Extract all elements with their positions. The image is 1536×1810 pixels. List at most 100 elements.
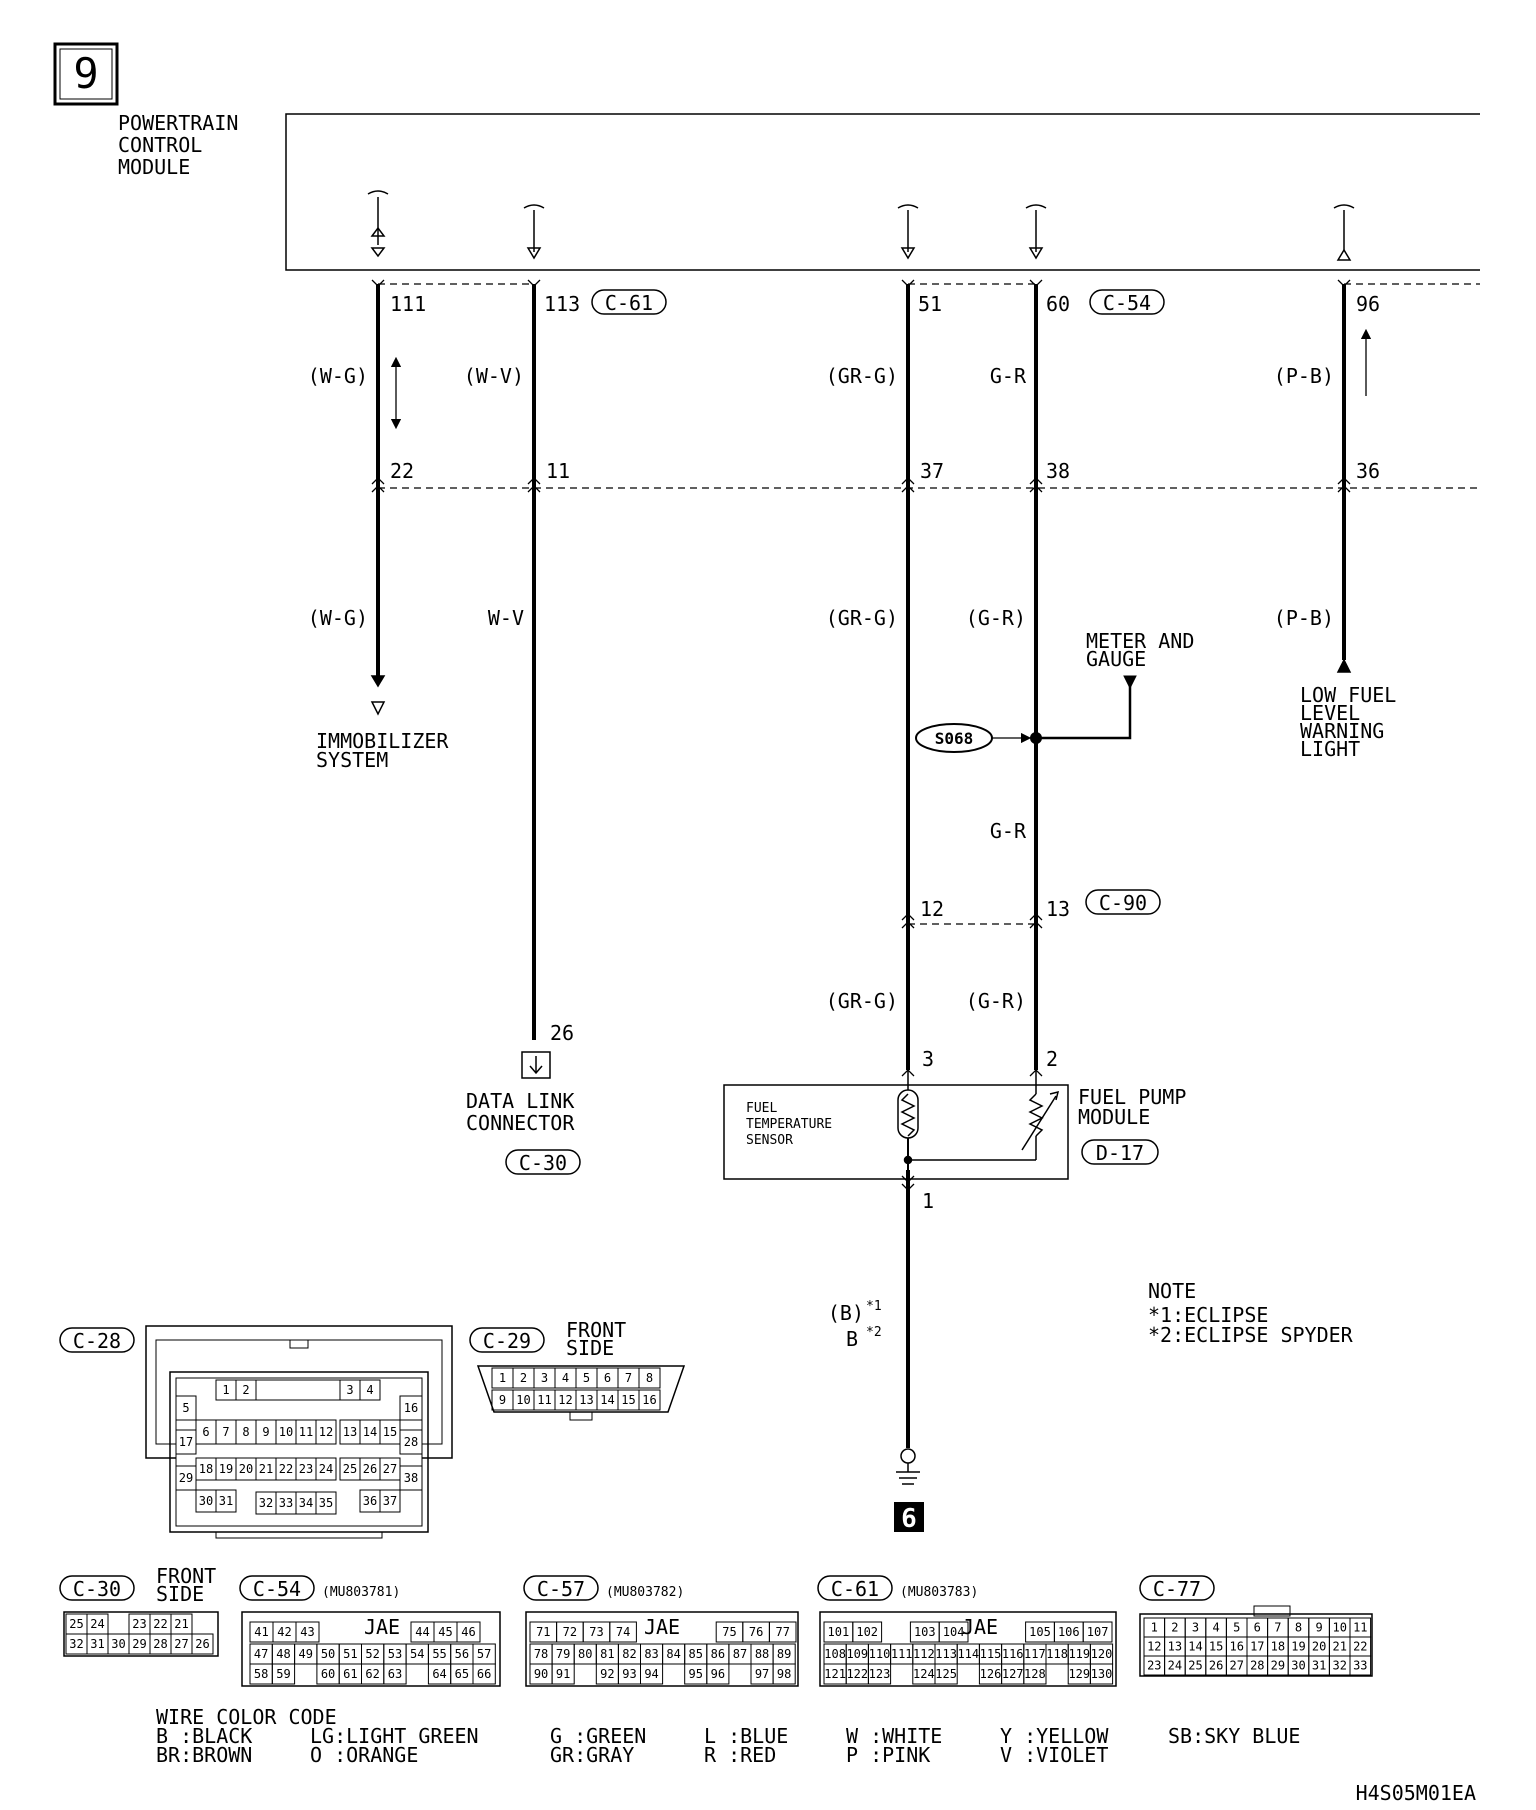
connector-c54-pin-63-label: 63 xyxy=(388,1667,402,1681)
connector-tag-c90-text: C-90 xyxy=(1099,891,1147,915)
connector-c28-pin-34-label: 34 xyxy=(299,1496,313,1510)
connector-c28-pin-15-label: 15 xyxy=(383,1425,397,1439)
splice-s068: S068 xyxy=(915,675,1137,753)
connector-c54-pin-58-label: 58 xyxy=(254,1667,268,1681)
page-number: 9 xyxy=(73,49,98,98)
connector-c29-pin-1-label: 1 xyxy=(499,1371,506,1385)
connector-c77-pin-3-label: 3 xyxy=(1192,1621,1199,1635)
connector-c57-pin-86-label: 86 xyxy=(711,1647,725,1661)
pin-60: 60 xyxy=(1046,292,1070,316)
connector-c57-pin-94-label: 94 xyxy=(644,1667,658,1681)
connector-c30-pin-27-label: 27 xyxy=(174,1637,188,1651)
page-number-box: 9 xyxy=(53,42,119,106)
connector-c28-pin-29-cell xyxy=(175,1465,197,1491)
connector-c28-pin-33-label: 33 xyxy=(279,1496,293,1510)
connector-c77-pin-8-label: 8 xyxy=(1295,1621,1302,1635)
connector-c57-pin-81-label: 81 xyxy=(600,1647,614,1661)
connector-c77-pin-19-label: 19 xyxy=(1291,1640,1305,1654)
connector-c28-pin-12-cell xyxy=(315,1419,337,1445)
connector-c57-pin-84-label: 84 xyxy=(666,1647,680,1661)
pcm-title-line-1: POWERTRAIN xyxy=(118,111,238,135)
wire-code-l: L :BLUE xyxy=(704,1724,788,1748)
pin-51: 51 xyxy=(918,292,942,316)
ground-point-6: 6 xyxy=(894,1502,924,1534)
wire-color-c90-1: (GR-G) xyxy=(826,989,898,1013)
connector-c57-pin-77-label: 77 xyxy=(775,1625,789,1639)
connector-c61-pin-123-label: 123 xyxy=(869,1667,891,1681)
connector-c77-pin-21-label: 21 xyxy=(1332,1640,1346,1654)
connector-c77-pin-33-label: 33 xyxy=(1353,1659,1367,1673)
connector-c61-pin-101-label: 101 xyxy=(828,1625,850,1639)
wire-code-b: B :BLACK xyxy=(156,1724,252,1748)
wire-code-br: BR:BROWN xyxy=(156,1743,252,1767)
pin-96: 96 xyxy=(1356,292,1380,316)
connector-c61-pin-128-cell xyxy=(1023,1663,1047,1685)
connector-c54-pin-44-label: 44 xyxy=(415,1625,429,1639)
connector-c54-part: (MU803781) xyxy=(322,1585,400,1600)
connector-c57-pin-96-label: 96 xyxy=(711,1667,725,1681)
connector-c57-jae: JAE xyxy=(644,1615,680,1639)
connector-c61-pin-110-label: 110 xyxy=(869,1647,891,1661)
connector-c61-pin-107-cell xyxy=(1082,1621,1113,1643)
connector-c77-pin-24-label: 24 xyxy=(1168,1659,1182,1673)
connector-c57-pin-74-label: 74 xyxy=(616,1625,630,1639)
pin-37: 37 xyxy=(920,459,944,483)
connector-c28-pin-9-label: 9 xyxy=(262,1425,269,1439)
pump-pin-1: 1 xyxy=(922,1189,934,1213)
connector-c30-pin-22-label: 22 xyxy=(153,1617,167,1631)
connector-c29-pin-6-label: 6 xyxy=(604,1371,611,1385)
connector-c61-pin-108-label: 108 xyxy=(824,1647,846,1661)
pcm-title-line-2: CONTROL xyxy=(118,133,202,157)
connector-c61-pin-123-cell xyxy=(867,1663,892,1685)
pcm-title-line-3: MODULE xyxy=(118,155,190,179)
connector-c28-pin-27-label: 27 xyxy=(383,1462,397,1476)
data-link-connector-symbol xyxy=(521,1051,551,1079)
wire-code-lg: LG:LIGHT GREEN xyxy=(310,1724,479,1748)
connector-c54-pin-65-label: 65 xyxy=(455,1667,469,1681)
connector-c28-pin-6-label: 6 xyxy=(202,1425,209,1439)
connector-c28-pin-35-label: 35 xyxy=(319,1496,333,1510)
pcm-internal-symbols xyxy=(367,190,1355,261)
connector-c28-pin-11-label: 11 xyxy=(299,1425,313,1439)
connector-c57-pin-98-label: 98 xyxy=(777,1667,791,1681)
connector-c54-pin-61-label: 61 xyxy=(343,1667,357,1681)
connector-c28-pin-19-label: 19 xyxy=(219,1462,233,1476)
sensor-title-line-1: FUEL xyxy=(746,1101,777,1116)
connector-c30-pin-26-label: 26 xyxy=(195,1637,209,1651)
connector-c57-pin-97-label: 97 xyxy=(755,1667,769,1681)
connector-c57-pin-80-label: 80 xyxy=(578,1647,592,1661)
connector-c28-pin-24-label: 24 xyxy=(319,1462,333,1476)
connector-tag-c54-top-text: C-54 xyxy=(1103,291,1151,315)
connector-c29-pin-10-label: 10 xyxy=(516,1393,530,1407)
wire-code-y: Y :YELLOW xyxy=(1000,1724,1109,1748)
connector-c61-pin-102-label: 102 xyxy=(856,1625,878,1639)
connector-c77-pin-20-label: 20 xyxy=(1312,1640,1326,1654)
wire-color-lower-4: (G-R) xyxy=(966,606,1026,630)
connector-c30-pin-21-label: 21 xyxy=(174,1617,188,1631)
connector-c77-pin-6-label: 6 xyxy=(1254,1621,1261,1635)
pin-38: 38 xyxy=(1046,459,1070,483)
connector-c77-pin-13-label: 13 xyxy=(1168,1640,1182,1654)
connector-c28-pin-31-cell xyxy=(215,1489,237,1513)
connector-c28-pin-38-label: 38 xyxy=(404,1471,418,1485)
lower-wire-colors: (W-G) W-V (GR-G) (G-R) (P-B) xyxy=(308,606,1334,630)
connector-c28-key xyxy=(255,1379,341,1401)
connector-c28-pin-28-cell xyxy=(399,1429,423,1455)
connector-c57-pin-94-cell xyxy=(640,1663,664,1685)
pin-36: 36 xyxy=(1356,459,1380,483)
connector-c77-pin-15-label: 15 xyxy=(1209,1640,1223,1654)
connector-c61-pin-102-cell xyxy=(852,1621,883,1643)
connector-tag-c30-dlc-text: C-30 xyxy=(519,1151,567,1175)
ground-color-2: B xyxy=(846,1327,858,1351)
connector-c61-pin-124-label: 124 xyxy=(913,1667,935,1681)
connector-c57-pin-87-label: 87 xyxy=(733,1647,747,1661)
wire-color-lower-1: (W-G) xyxy=(308,606,368,630)
connector-c61-label: C-61 xyxy=(831,1577,879,1601)
connector-c61-part: (MU803783) xyxy=(900,1585,978,1600)
connector-c54-pin-45-label: 45 xyxy=(438,1625,452,1639)
connector-c54-pin-53-label: 53 xyxy=(388,1647,402,1661)
